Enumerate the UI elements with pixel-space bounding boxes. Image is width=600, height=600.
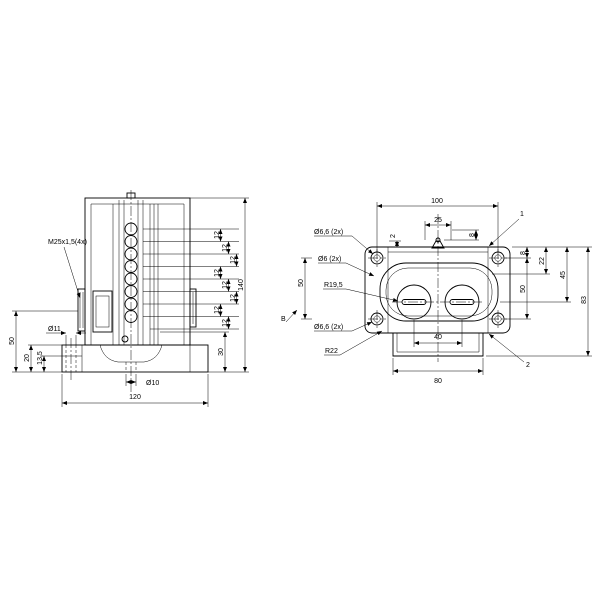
item-number-2: 2 bbox=[526, 362, 530, 369]
pitch-label: 12 bbox=[222, 281, 229, 289]
leader-thread bbox=[63, 246, 81, 299]
leader-hole-top bbox=[314, 235, 374, 255]
pitch-label: 12 bbox=[222, 244, 229, 252]
dimension-25: 25 bbox=[434, 217, 442, 224]
leader-hole-mid bbox=[318, 262, 375, 277]
bottom-hole-hidden bbox=[125, 362, 137, 372]
leader-item-2 bbox=[488, 333, 525, 363]
top-view: 100 25 2 8 8 50 22 45 83 50 40 bbox=[281, 198, 592, 385]
housing-inner-wall bbox=[90, 203, 185, 345]
item-number-1: 1 bbox=[520, 211, 524, 218]
leader-radius-19-5 bbox=[323, 288, 399, 302]
side-view: 140 30 12 12 12 12 12 12 12 12 120 bbox=[9, 190, 249, 407]
pitch-label: 12 bbox=[230, 294, 237, 302]
flange-outline bbox=[364, 246, 511, 334]
dimension-50: 50 bbox=[9, 337, 16, 345]
dimension-120: 120 bbox=[129, 394, 141, 401]
dimension-83: 83 bbox=[581, 296, 588, 304]
thread-callout: M25x1,5(4x) bbox=[48, 239, 87, 246]
dimension-8-top: 8 bbox=[469, 233, 476, 237]
diameter-11: Ø11 bbox=[48, 326, 61, 333]
small-screw bbox=[121, 335, 129, 343]
radius-22: R22 bbox=[325, 348, 338, 355]
pitch-label: 12 bbox=[214, 269, 221, 277]
dimension-100: 100 bbox=[431, 198, 443, 205]
extension-lines bbox=[61, 374, 209, 407]
dimension-50-right: 50 bbox=[520, 285, 527, 293]
dimension-2: 2 bbox=[390, 234, 397, 238]
dimension-22: 22 bbox=[539, 257, 546, 265]
front-panel-lines bbox=[112, 200, 159, 345]
extension-lines bbox=[160, 197, 249, 373]
view-arrow bbox=[285, 309, 298, 323]
leader-item-1 bbox=[488, 218, 520, 247]
pitch-labels: 12 12 12 12 12 12 12 12 bbox=[214, 231, 237, 327]
dimension-8-right: 8 bbox=[520, 251, 527, 255]
extension-lines bbox=[12, 310, 78, 373]
radius-19-5: R19,5 bbox=[324, 282, 343, 289]
name-plate bbox=[92, 290, 113, 333]
push-button bbox=[124, 285, 138, 298]
housing-outline bbox=[84, 197, 191, 346]
pitch-label: 12 bbox=[222, 319, 229, 327]
dimension-50-left: 50 bbox=[298, 279, 305, 287]
extension-lines bbox=[65, 335, 77, 345]
pitch-dimension-lines bbox=[218, 229, 239, 329]
dimension-40: 40 bbox=[434, 334, 442, 341]
dimension-20: 20 bbox=[24, 354, 31, 362]
extension-lines bbox=[486, 246, 592, 357]
lid-inner bbox=[385, 267, 493, 317]
cable-gland-right bbox=[189, 288, 197, 328]
dimension-30: 30 bbox=[218, 348, 225, 356]
pitch-label: 12 bbox=[214, 306, 221, 314]
view-marker: B bbox=[281, 316, 286, 323]
dimension-13-5: 13,5 bbox=[37, 351, 44, 365]
base-plate bbox=[61, 344, 209, 373]
pitch-label: 12 bbox=[230, 256, 237, 264]
extension-lines bbox=[376, 202, 499, 252]
leader-radius-22 bbox=[324, 330, 383, 356]
hole-callout-bottom: Ø6,6 (2x) bbox=[314, 324, 343, 331]
diameter-10: Ø10 bbox=[146, 380, 159, 387]
dimension-45: 45 bbox=[560, 271, 567, 279]
hole-callout-top: Ø6,6 (2x) bbox=[314, 229, 343, 236]
pitch-extension-lines bbox=[143, 228, 239, 330]
dimension-140: 140 bbox=[238, 279, 245, 291]
lid-outline bbox=[379, 262, 499, 322]
leader-hole-bottom bbox=[314, 321, 373, 332]
foot-hole-hidden bbox=[65, 345, 77, 372]
hole-callout-mid: Ø6 (2x) bbox=[318, 256, 341, 263]
extension-lines bbox=[301, 257, 312, 320]
dimension-80: 80 bbox=[434, 378, 442, 385]
pitch-label: 12 bbox=[214, 231, 221, 239]
